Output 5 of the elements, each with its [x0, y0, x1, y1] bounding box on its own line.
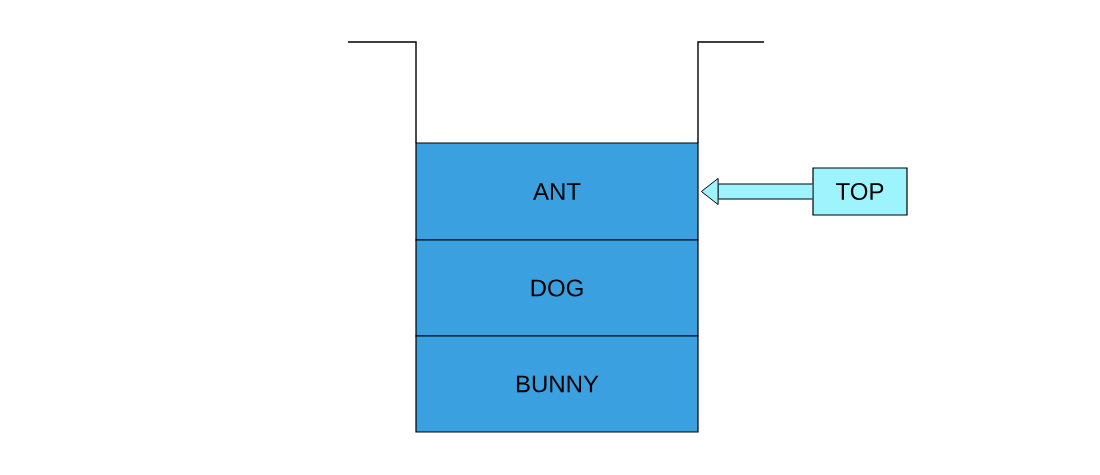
- stack-item-box: BUNNY: [415, 335, 699, 433]
- stack-item-box: ANT: [415, 142, 699, 241]
- stack-item-box: DOG: [415, 239, 699, 337]
- block-arrow: [700, 177, 813, 206]
- label-box: TOP: [812, 167, 908, 216]
